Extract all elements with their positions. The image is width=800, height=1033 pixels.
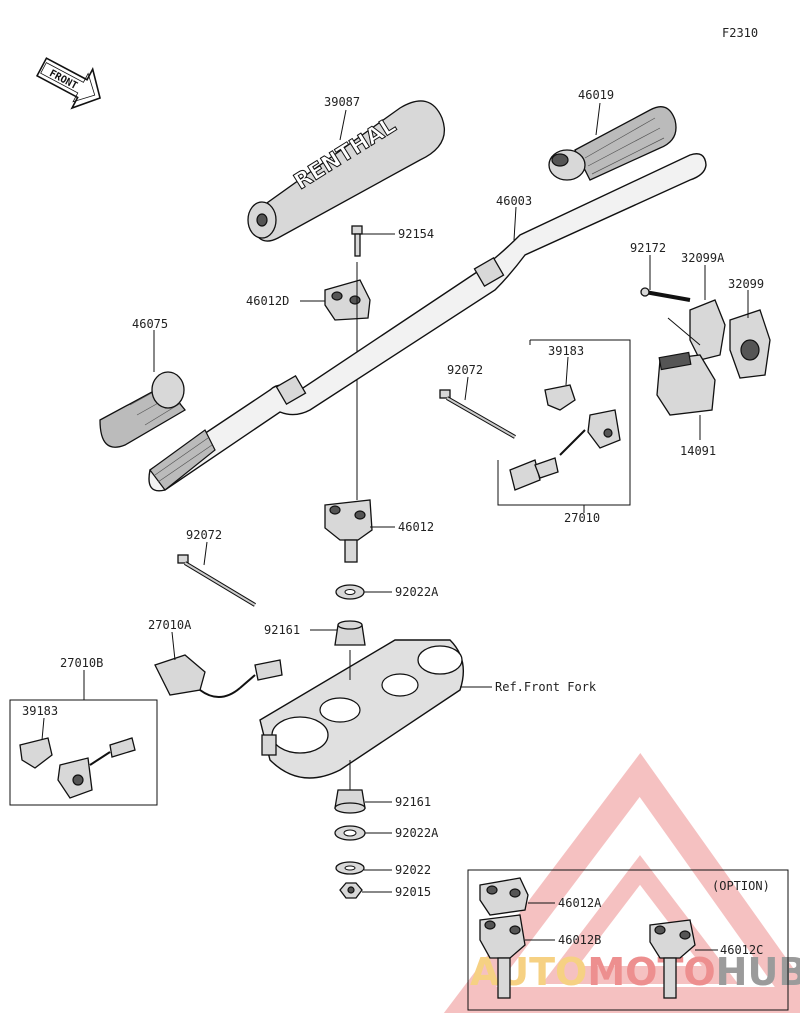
watermark-hub: HUB [716, 950, 800, 994]
clamp-46012B [479, 914, 526, 999]
switch-27010B [19, 737, 136, 799]
screw-92172 [640, 287, 691, 302]
nut-92015 [339, 882, 363, 899]
label-92022A-lower: 92022A [395, 826, 439, 840]
cable-tie-upper [439, 389, 516, 439]
upper-clamp-46012D [324, 279, 371, 321]
switch-27010A [154, 654, 283, 698]
label-46075: 46075 [132, 317, 168, 331]
label-92172: 92172 [630, 241, 666, 255]
front-arrow-icon: FRONT [35, 57, 101, 110]
rubber-damper-lower [334, 789, 366, 814]
handlebar-pad: RENTHAL [247, 100, 446, 242]
label-ref-front-fork: Ref.Front Fork [495, 680, 597, 694]
label-92154: 92154 [398, 227, 434, 241]
watermark-auto: AUTO [470, 950, 587, 994]
label-39183-upper: 39183 [548, 344, 584, 358]
label-46012D: 46012D [246, 294, 289, 308]
label-92072-lower: 92072 [186, 528, 222, 542]
washer-92022A [335, 584, 365, 600]
left-grip [99, 371, 186, 448]
label-46012A: 46012A [558, 896, 602, 910]
label-46012C: 46012C [720, 943, 763, 957]
label-92022A: 92022A [395, 585, 439, 599]
switch-27010 [509, 384, 621, 491]
label-39183-lower: 39183 [22, 704, 58, 718]
lower-clamp-46012 [324, 499, 373, 563]
label-92161-lower: 92161 [395, 795, 431, 809]
label-32099A: 32099A [681, 251, 725, 265]
bolt-92154 [351, 225, 363, 257]
label-27010: 27010 [564, 511, 600, 525]
triple-clamp [259, 639, 464, 779]
cover-14091 [656, 351, 716, 416]
clamp-46012A [479, 877, 529, 916]
label-46012: 46012 [398, 520, 434, 534]
watermark-moto: MOTO [587, 950, 715, 994]
rubber-damper-upper [334, 620, 366, 646]
label-46012B: 46012B [558, 933, 601, 947]
label-92161-upper: 92161 [264, 623, 300, 637]
label-32099: 32099 [728, 277, 764, 291]
label-27010A: 27010A [148, 618, 192, 632]
figure-code: F2310 [722, 26, 758, 40]
washer-92022 [335, 861, 365, 875]
label-39087: 39087 [324, 95, 360, 109]
label-46019: 46019 [578, 88, 614, 102]
label-92015: 92015 [395, 885, 431, 899]
label-27010B: 27010B [60, 656, 103, 670]
option-box [467, 869, 789, 1011]
label-92072-upper: 92072 [447, 363, 483, 377]
throttle-housing [667, 299, 771, 379]
label-14091: 14091 [680, 444, 716, 458]
cable-tie-lower [177, 554, 257, 607]
washer-92022A-lower [334, 825, 366, 841]
label-46003: 46003 [496, 194, 532, 208]
throttle-grip [548, 106, 677, 181]
clamp-46012C [649, 919, 696, 999]
handlebar [148, 153, 707, 492]
label-92022: 92022 [395, 863, 431, 877]
label-option: (OPTION) [712, 879, 770, 893]
